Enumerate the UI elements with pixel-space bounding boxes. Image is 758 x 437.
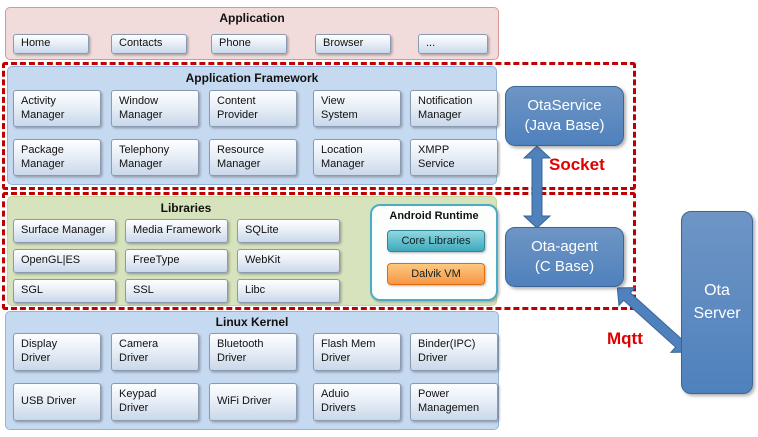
libraries-title: Libraries <box>160 201 212 215</box>
box-activity-manager: Activity Manager <box>13 90 101 127</box>
box-display-driver: Display Driver <box>13 333 101 371</box>
box-notification-manager: Notification Manager <box>410 90 498 127</box>
box-audio-drivers: Aduio Drivers <box>313 383 401 421</box>
ota-service-box: OtaService (Java Base) <box>505 86 624 146</box>
section-application-framework: Application Framework Activity Manager W… <box>7 66 498 185</box>
box-core-libraries: Core Libraries <box>387 230 485 252</box>
box-content-provider: Content Provider <box>209 90 297 127</box>
libraries-highlight-frame <box>2 192 636 310</box>
ota-agent-box: Ota-agent (C Base) <box>505 227 624 287</box>
box-keypad-driver: Keypad Driver <box>111 383 199 421</box>
box-window-manager: Window Manager <box>111 90 199 127</box>
box-phone: Phone <box>211 34 287 54</box>
box-browser: Browser <box>315 34 391 54</box>
box-location-manager: Location Manager <box>313 139 401 176</box>
box-home: Home <box>13 34 89 54</box>
box-wifi-driver: WiFi Driver <box>209 383 297 421</box>
framework-highlight-frame <box>2 62 636 190</box>
box-telephony-manager: Telephony Manager <box>111 139 199 176</box>
box-sqlite: SQLite <box>237 219 340 243</box>
android-runtime-panel: Android Runtime Core Libraries Dalvik VM <box>370 204 498 301</box>
box-freetype: FreeType <box>125 249 228 273</box>
box-dalvik-vm: Dalvik VM <box>387 263 485 285</box>
socket-label: Socket <box>549 155 605 174</box>
box-binder-ipc-driver: Binder(IPC) Driver <box>410 333 498 371</box>
box-surface-manager: Surface Manager <box>13 219 116 243</box>
box-bluetooth-driver: Bluetooth Driver <box>209 333 297 371</box>
socket-arrow <box>523 146 551 228</box>
ota-server-box: Ota Server <box>681 211 753 394</box>
box-sgl: SGL <box>13 279 116 303</box>
box-media-framework: Media Framework <box>125 219 228 243</box>
box-usb-driver: USB Driver <box>13 383 101 421</box>
box-power-management: Power Managemen <box>410 383 498 421</box>
box-xmpp-service: XMPP Service <box>410 139 498 176</box>
box-contacts: Contacts <box>111 34 187 54</box>
section-linux-kernel: Linux Kernel Display Driver Camera Drive… <box>5 311 499 430</box>
box-view-system: View System <box>313 90 401 127</box>
kernel-title: Linux Kernel <box>215 315 289 329</box>
box-libc: Libc <box>237 279 340 303</box>
section-application: Application Home Contacts Phone Browser … <box>5 7 499 60</box>
box-webkit: WebKit <box>237 249 340 273</box>
box-ssl: SSL <box>125 279 228 303</box>
application-title: Application <box>219 11 285 25</box>
runtime-title: Android Runtime <box>389 210 479 222</box>
section-libraries: Libraries Surface Manager Media Framewor… <box>7 196 498 306</box>
box-camera-driver: Camera Driver <box>111 333 199 371</box>
box-more-apps: ... <box>418 34 488 54</box>
mqtt-label: Mqtt <box>607 329 643 348</box>
box-package-manager: Package Manager <box>13 139 101 176</box>
box-opengl-es: OpenGL|ES <box>13 249 116 273</box>
box-resource-manager: Resource Manager <box>209 139 297 176</box>
box-flash-mem-driver: Flash Mem Driver <box>313 333 401 371</box>
framework-title: Application Framework <box>185 71 319 85</box>
